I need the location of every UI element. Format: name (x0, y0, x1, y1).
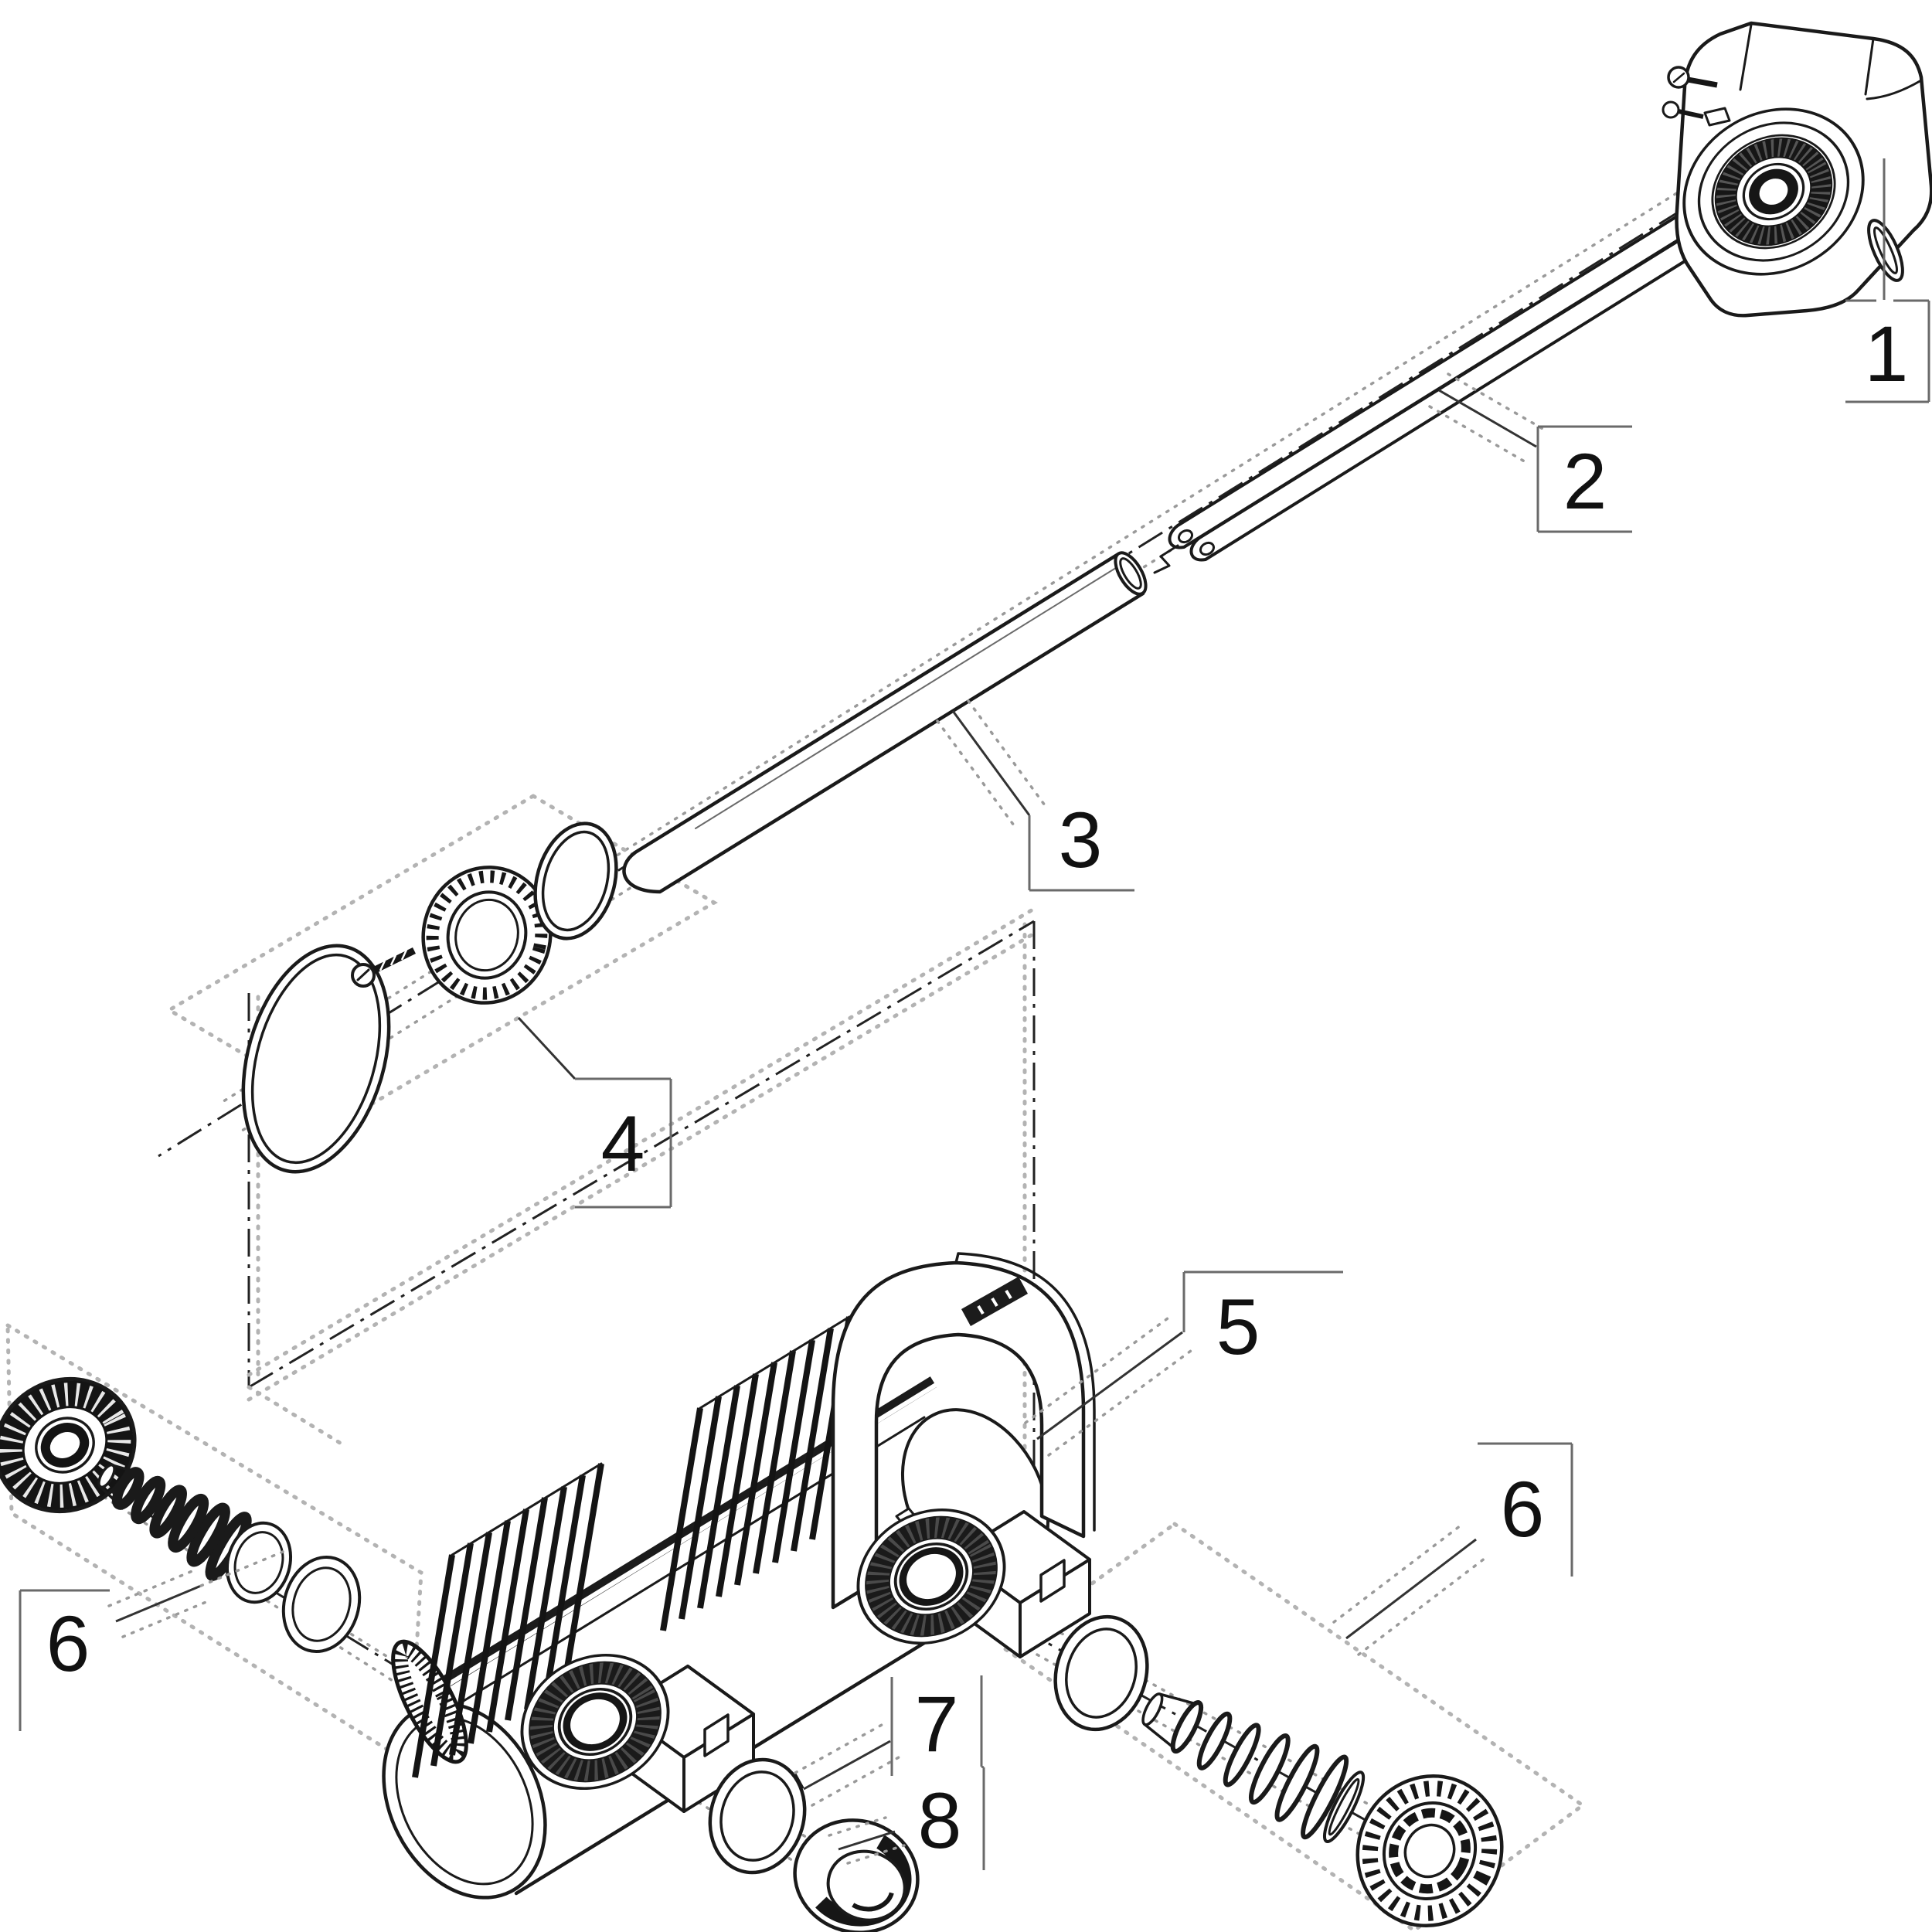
fixing-screw (351, 947, 416, 988)
callout-2: 2 (1428, 372, 1632, 533)
washer-left-large (281, 1555, 362, 1654)
callout-4-number: 4 (601, 1100, 645, 1188)
head-unit (1662, 21, 1932, 318)
head-screw-bottom (1662, 100, 1704, 119)
hose-barb-left (97, 1463, 252, 1581)
cooling-fins-left (412, 1462, 604, 1778)
hose-fitting-right (1053, 1614, 1504, 1928)
head-collar (1682, 107, 1865, 276)
callout-1-number: 1 (1865, 310, 1909, 398)
sealing-cap-8 (793, 1818, 920, 1932)
washer-right (1053, 1614, 1149, 1732)
hose-fitting-left (0, 1376, 362, 1654)
callout-6-left: 6 (19, 1550, 284, 1731)
cooling-fins-right (660, 1315, 852, 1631)
head-slot (1867, 219, 1904, 282)
callout-3: 3 (936, 699, 1134, 892)
callout-3-number: 3 (1059, 796, 1103, 884)
callout-8: 8 (828, 1765, 985, 1870)
housing-left-cap (382, 1702, 547, 1900)
hose-barb-right (1141, 1692, 1366, 1843)
threaded-port-lower (520, 1653, 670, 1791)
threaded-port-upper (856, 1508, 1006, 1645)
small-o-ring (533, 821, 618, 940)
callout-8-number: 8 (918, 1777, 962, 1865)
callout-1: 1 (1845, 158, 1930, 403)
quartz-glass-tube (622, 551, 1148, 894)
arch-clip (961, 1277, 1028, 1326)
callout-6-left-number: 6 (46, 1600, 90, 1688)
callout-5-number: 5 (1216, 1283, 1260, 1371)
washer-left-small (225, 1521, 293, 1604)
o-ring-7 (708, 1757, 807, 1875)
callout-7: 7 (794, 1675, 983, 1807)
callout-6-right: 6 (1332, 1442, 1573, 1656)
callout-2-number: 2 (1563, 437, 1607, 526)
large-o-ring (241, 944, 391, 1174)
housing-body (382, 1252, 1096, 1900)
head-screw-top (1667, 66, 1718, 89)
callout-6-right-number: 6 (1501, 1465, 1545, 1553)
callout-5: 5 (1024, 1270, 1343, 1457)
union-nut-right (1355, 1774, 1504, 1928)
arch-bracket (831, 1252, 1096, 1610)
callout-4: 4 (517, 1016, 672, 1209)
callouts: 1 2 3 4 (19, 158, 1930, 1870)
clamp-ring (421, 866, 553, 1005)
callout-7-number: 7 (915, 1680, 959, 1768)
